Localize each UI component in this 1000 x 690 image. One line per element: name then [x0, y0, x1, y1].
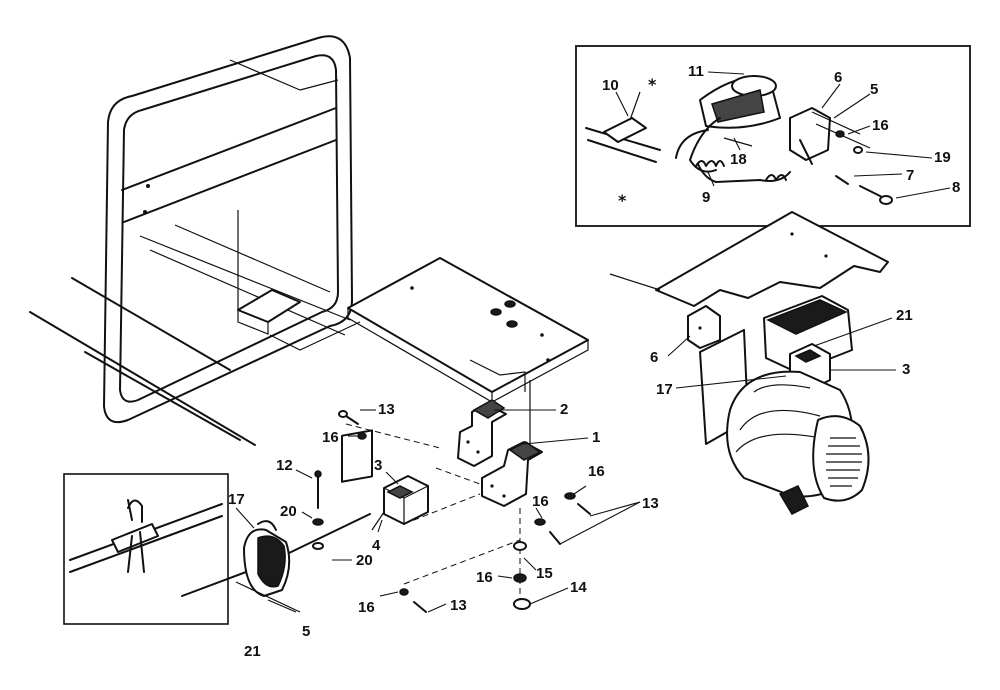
mounting-plate — [347, 257, 589, 460]
inset-callouts: 11 10 6 5 16 18 19 7 8 9 * * — [602, 63, 960, 210]
callout-4: 4 — [372, 537, 381, 554]
callout-20: 20 — [280, 503, 297, 520]
callout-9: 9 — [702, 189, 710, 206]
callout-16-mid: 16 — [532, 493, 549, 510]
callout-12: 12 — [276, 457, 293, 474]
generator-head — [609, 211, 889, 515]
callout-10: 10 — [602, 77, 619, 94]
callout-16-low: 16 — [476, 569, 493, 586]
callout-5: 5 — [302, 623, 310, 640]
callout-6-generator: 6 — [650, 349, 658, 366]
callout-14: 14 — [570, 579, 587, 596]
outlet-box-3 — [341, 429, 429, 531]
asterisk-bottom: * — [618, 191, 627, 210]
callout-1: 1 — [592, 429, 600, 446]
callout-3-generator: 3 — [902, 361, 910, 378]
callout-13-bottom: 13 — [450, 597, 467, 614]
callout-3: 3 — [374, 457, 382, 474]
callout-8: 8 — [952, 179, 960, 196]
callout-20-lower: 20 — [356, 552, 373, 569]
bracket-1 — [481, 441, 543, 507]
callout-2: 2 — [560, 401, 568, 418]
callout-18: 18 — [730, 151, 747, 168]
callout-21-generator: 21 — [896, 307, 913, 324]
callout-7: 7 — [906, 167, 914, 184]
callout-13: 13 — [378, 401, 395, 418]
callout-11: 11 — [688, 63, 704, 80]
leader-lines — [235, 71, 951, 613]
callout-19: 19 — [934, 149, 951, 166]
asterisk-top: * — [648, 75, 657, 94]
inset-wiring-detail — [575, 45, 971, 227]
generator-callouts: 21 6 17 3 — [650, 307, 913, 398]
generator-frame — [29, 35, 361, 446]
callout-17-generator: 17 — [656, 381, 673, 398]
callout-16: 16 — [322, 429, 339, 446]
callout-15: 15 — [536, 565, 553, 582]
callout-16-bottom: 16 — [358, 599, 375, 616]
callout-13-right: 13 — [642, 495, 659, 512]
callout-16-inset: 16 — [872, 117, 889, 134]
cord-assembly — [181, 513, 371, 613]
inset-cord-detail — [63, 473, 229, 625]
frame-callouts: 13 16 2 1 3 12 20 4 20 17 5 21 16 16 13 … — [228, 401, 659, 660]
callout-21: 21 — [244, 643, 261, 660]
callout-16-right: 16 — [588, 463, 605, 480]
fasteners — [312, 410, 591, 613]
callout-5-inset: 5 — [870, 81, 878, 98]
callout-17: 17 — [228, 491, 245, 508]
callout-6: 6 — [834, 69, 842, 86]
bracket-2 — [457, 399, 507, 467]
